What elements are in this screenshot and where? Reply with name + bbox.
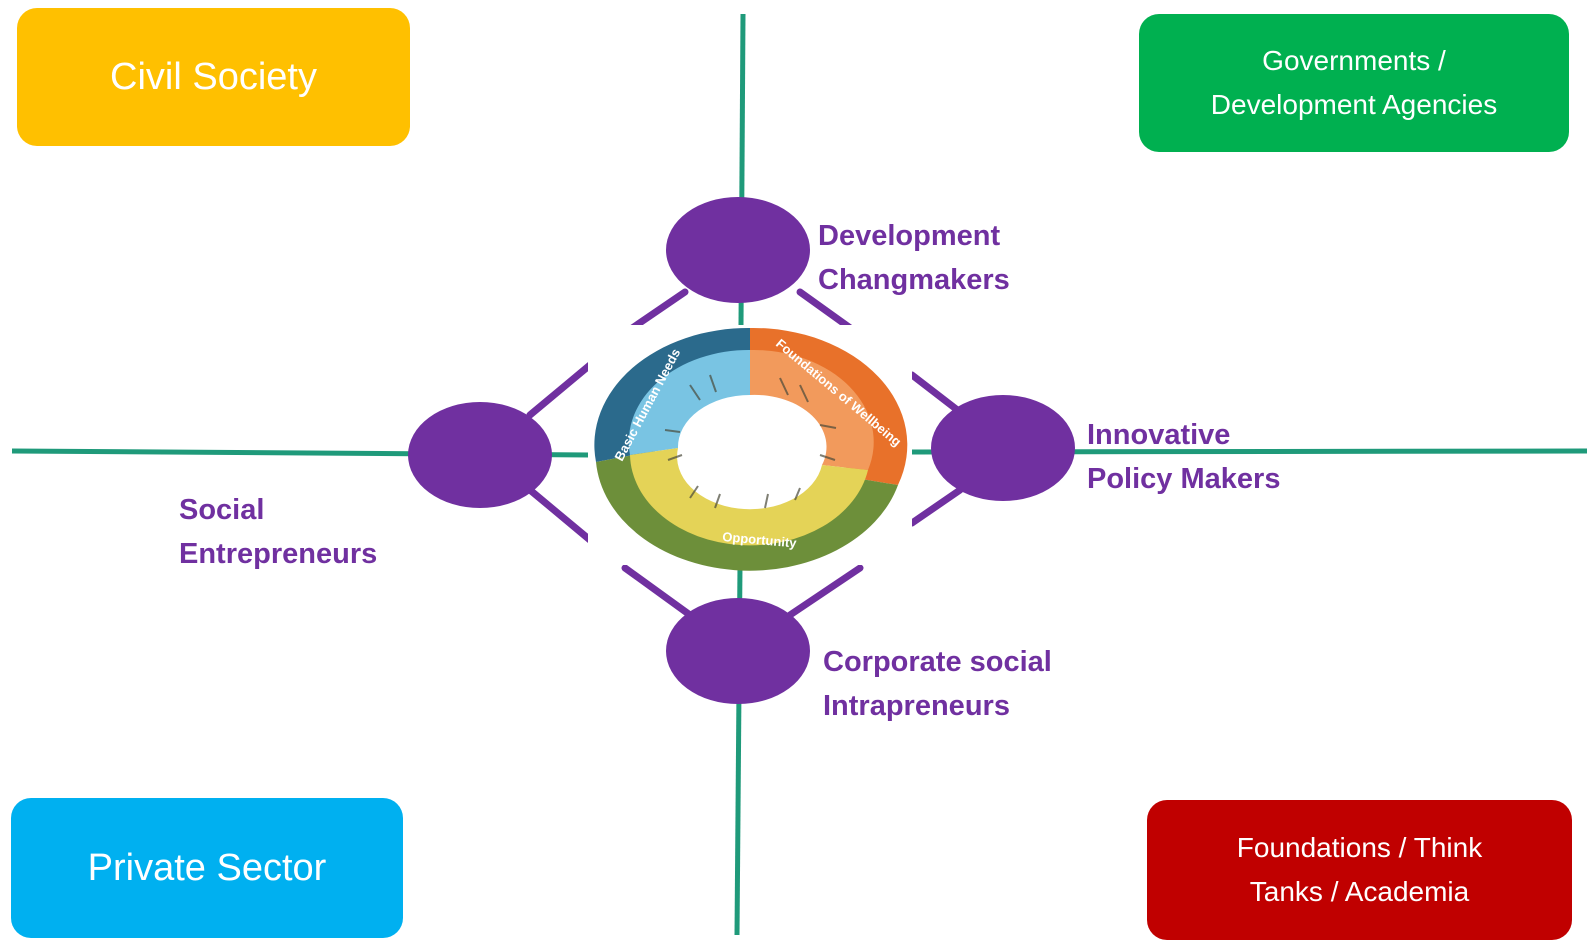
wheel-segment-opportunity [596,451,898,571]
sector-label-civil-society: Civil Society [110,55,317,98]
label-corporate-intrapreneurs: Corporate social Intrapreneurs [823,640,1052,728]
wheel-inner-basic-needs [628,349,750,455]
label-corporate-intrapreneurs-line1: Corporate social [823,646,1052,678]
progress-index-wheel: Basic Human Needs Foundations of Wellbei… [588,325,912,571]
sector-label-foundations-line1: Foundations / Think [1236,832,1483,863]
sector-box-private-sector: Private Sector [11,798,403,938]
label-social-entrepreneurs-line1: Social [179,494,265,526]
sector-box-governments: Governments / Development Agencies [1139,14,1569,152]
label-development-changemakers-line2: Changmakers [818,264,1010,296]
node-connectors [526,288,964,619]
sector-box-civil-society: Civil Society [17,8,410,146]
wheel-label-opportunity: Opportunity [722,529,798,550]
wheel-center-hole [695,403,805,487]
node-innovative-policy-makers [931,395,1075,501]
label-development-changemakers: Development Changmakers [818,214,1010,302]
label-innovative-policy-makers: Innovative Policy Makers [1087,413,1280,501]
sector-label-private-sector: Private Sector [87,846,327,889]
label-corporate-intrapreneurs-line2: Intrapreneurs [823,690,1010,722]
label-social-entrepreneurs: Social Entrepreneurs [179,488,377,576]
sector-label-governments-line2: Development Agencies [1210,89,1498,120]
label-development-changemakers-line1: Development [818,220,1001,252]
label-innovative-policy-makers-line2: Policy Makers [1087,463,1281,495]
sector-box-foundations: Foundations / Think Tanks / Academia [1147,800,1572,940]
label-social-entrepreneurs-line2: Entrepreneurs [179,538,378,570]
sector-label-foundations-line2: Tanks / Academia [1249,876,1470,907]
node-development-changemakers [666,197,810,303]
wheel-component-marks [664,374,837,509]
label-innovative-policy-makers-line1: Innovative [1087,419,1231,451]
node-corporate-intrapreneurs [666,598,810,704]
wheel-inner-opportunity [630,448,868,546]
sector-label-governments-line1: Governments / [1262,45,1446,76]
node-social-entrepreneurs [408,402,552,508]
